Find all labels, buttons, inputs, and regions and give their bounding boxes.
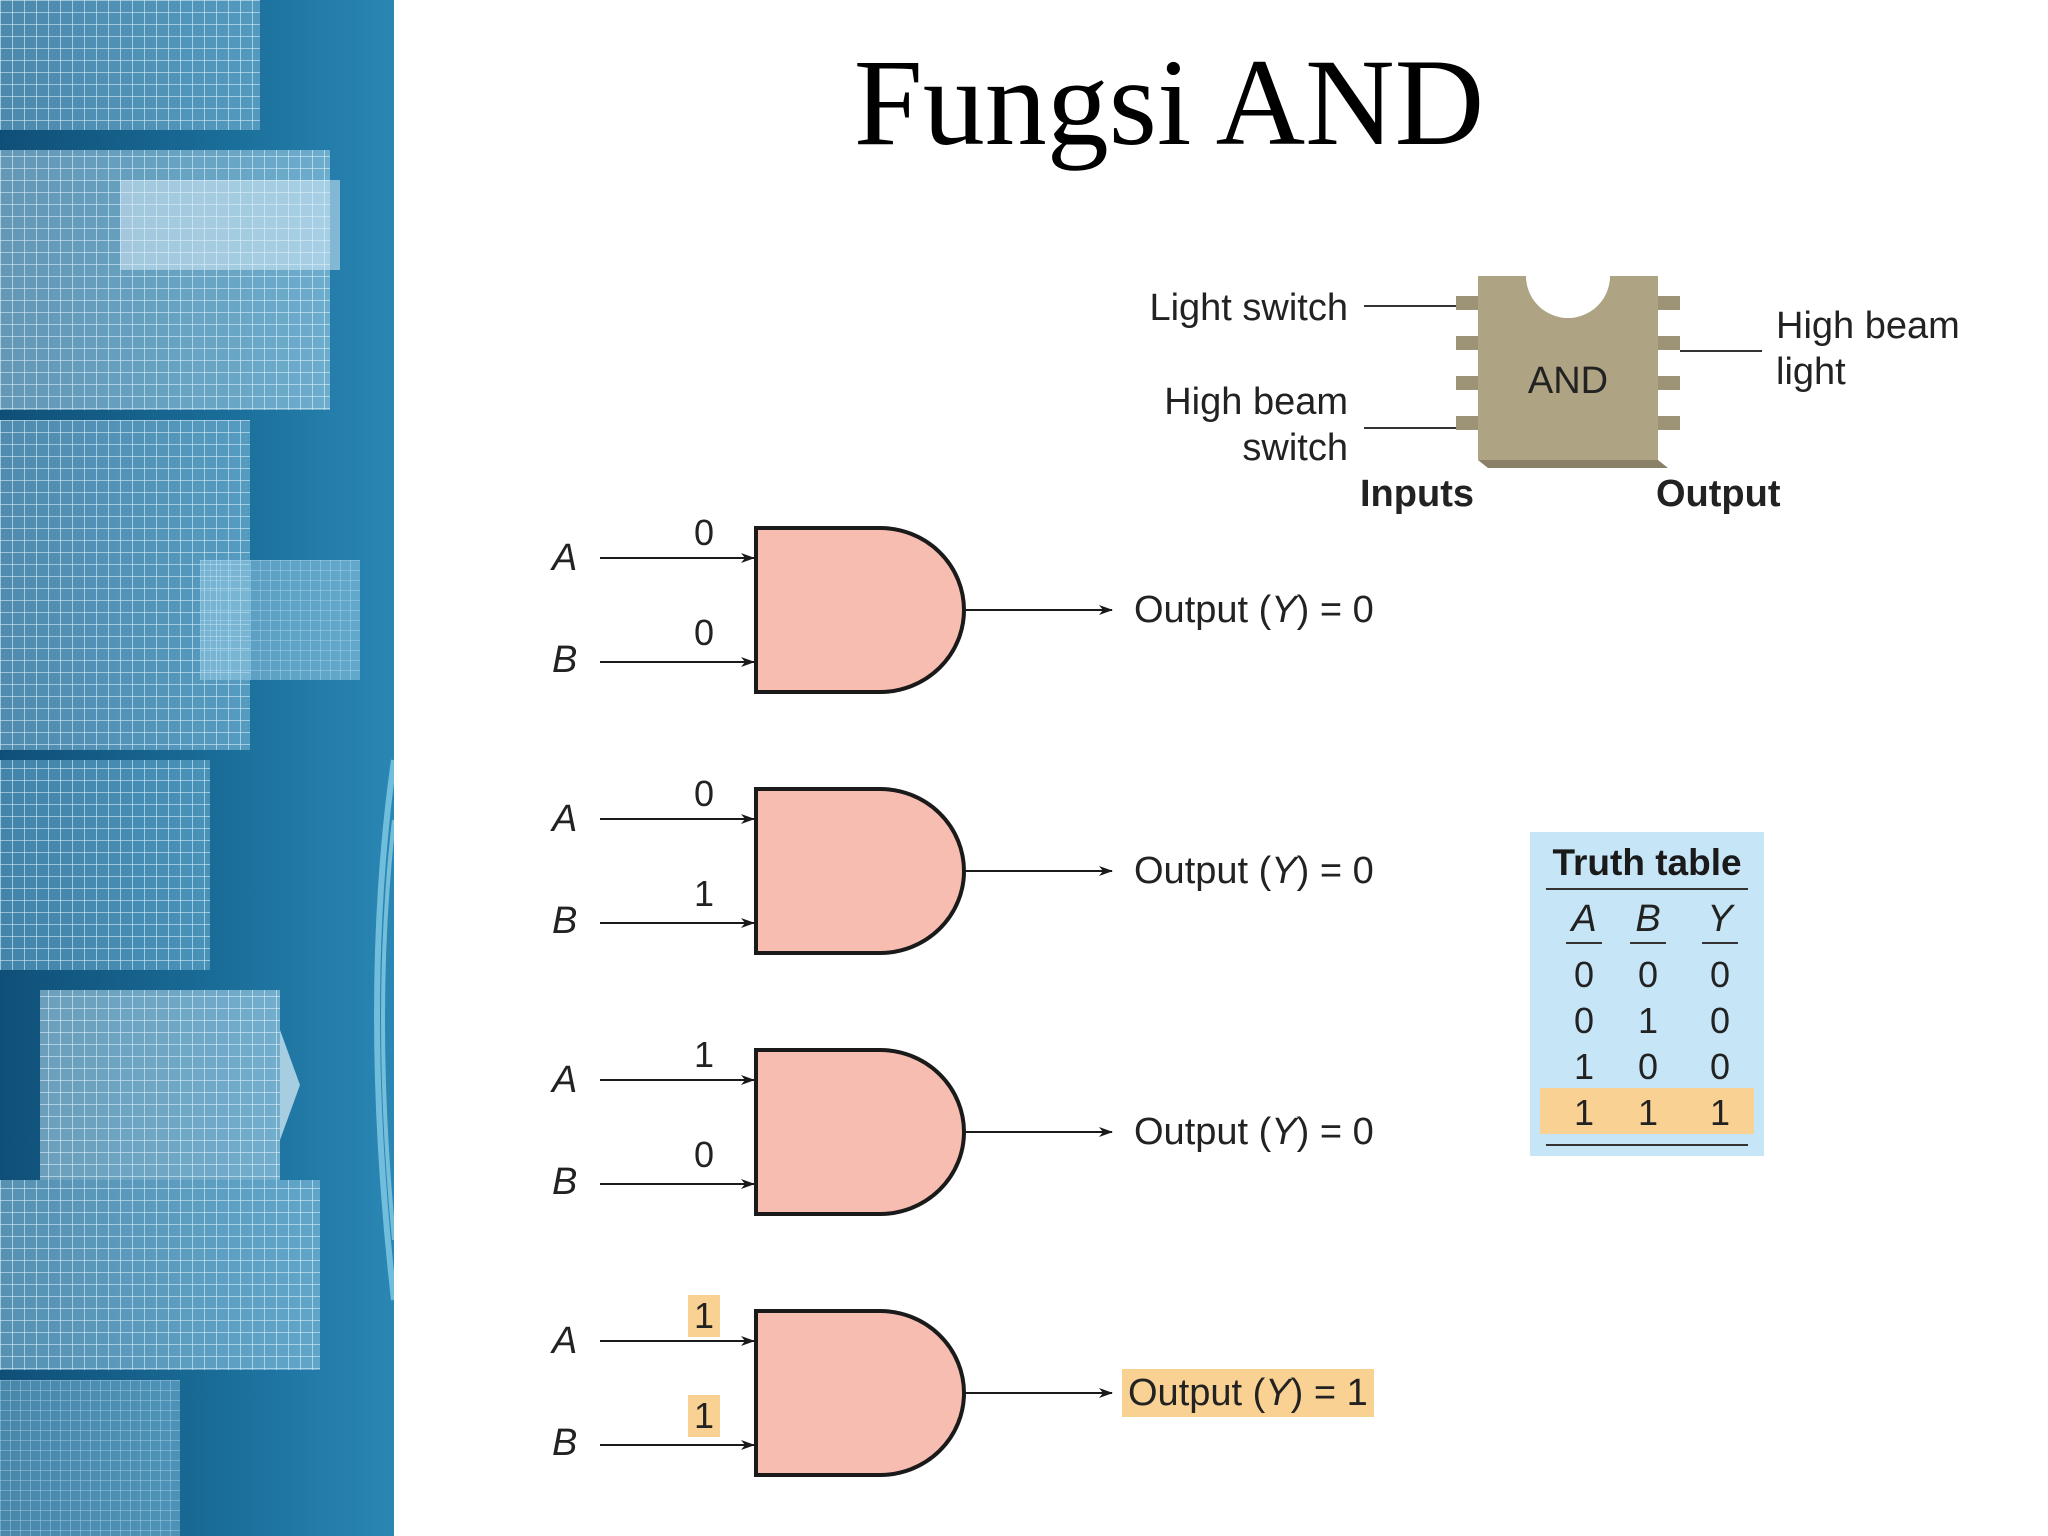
gate-output-text: Output (Y) = 0 [1134,1111,1374,1153]
table-cell: 0 [1573,1000,1595,1041]
input-b-label: B [552,1422,578,1464]
wireframe-city-image [0,0,394,1536]
truth-table-title: Truth table [1552,842,1742,883]
table-cell: 0 [1709,954,1731,995]
slide-title: Fungsi AND [853,34,1485,171]
input-b-value: 1 [693,873,715,914]
gate-row-3 [600,1048,1113,1216]
and-gate-shape [754,1309,966,1477]
input-b-value: 0 [693,612,715,653]
table-cell: 0 [1709,1000,1731,1041]
input-a-value: 0 [693,773,715,814]
table-cell: 1 [1573,1046,1595,1087]
decorative-side-panel [0,0,394,1536]
table-cell: 1 [1637,1000,1659,1041]
gate-output-text: Output (Y) = 0 [1134,850,1374,892]
input-a-value: 1 [688,1295,720,1337]
gate-output-text: Output (Y) = 0 [1134,589,1374,631]
header-y: Y [1707,898,1733,940]
input-b-label: B [552,1161,578,1203]
input-a-label: A [552,1320,578,1362]
input-b-value: 0 [693,1134,715,1175]
high-beam-light-label-2: light [1776,351,1846,393]
light-switch-label: Light switch [1149,287,1348,329]
table-cell: 0 [1637,1046,1659,1087]
chip-body [1478,276,1658,460]
output-caption: Output [1656,473,1781,515]
gate-row-2 [600,787,1113,955]
high-beam-light-label-1: High beam [1776,305,1960,347]
table-cell: 1 [1573,1092,1595,1133]
chip-label: AND [1527,360,1609,402]
and-gate-shape [754,526,966,694]
table-rule [1546,1144,1748,1146]
table-cell: 0 [1637,954,1659,995]
input-b-label: B [552,639,578,681]
input-a-label: A [552,798,578,840]
header-a: A [1571,898,1597,940]
gate-row-1 [600,526,1113,694]
high-beam-switch-label-1: High beam [1164,381,1348,423]
and-chip [1364,276,1762,468]
table-cell: 0 [1709,1046,1731,1087]
input-a-value: 1 [693,1034,715,1075]
gate-row-4 [600,1309,1113,1477]
inputs-caption: Inputs [1360,473,1474,515]
table-cell: 1 [1709,1092,1731,1133]
input-a-value: 0 [693,512,715,553]
input-a-label: A [552,537,578,579]
and-gate-shape [754,787,966,955]
table-rule [1546,888,1748,890]
table-cell: 0 [1573,954,1595,995]
input-b-value: 1 [688,1395,720,1437]
header-b: B [1635,898,1661,940]
highlighted-row-bg [1540,1088,1754,1134]
input-a-label: A [552,1059,578,1101]
input-b-label: B [552,900,578,942]
gate-output-text-highlighted: Output (Y) = 1 [1122,1369,1374,1417]
and-gate-shape [754,1048,966,1216]
table-cell: 1 [1637,1092,1659,1133]
truth-table: Truth table A B Y 0 0 0 0 1 0 1 0 0 1 1 … [1530,832,1764,1156]
high-beam-switch-label-2: switch [1242,427,1348,469]
